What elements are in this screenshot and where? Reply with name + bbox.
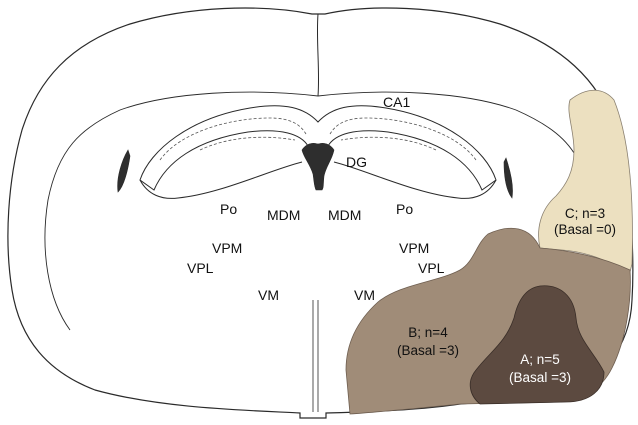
cortex-inner-right <box>317 91 579 161</box>
lateral-ventricle-left <box>117 149 131 193</box>
cortex-inner-left <box>44 91 319 331</box>
region-c <box>538 89 633 273</box>
region-a-label-line1: A; n=5 <box>520 352 559 367</box>
label-vpl-left: VPL <box>187 260 214 276</box>
label-vpm-left: VPM <box>212 240 242 256</box>
label-dg: DG <box>346 154 367 170</box>
third-ventricle <box>301 142 335 191</box>
region-c-label-line2: (Basal =0) <box>554 222 616 237</box>
hippocampus-lower-left <box>139 161 303 199</box>
label-mdm-left: MDM <box>267 207 300 223</box>
label-po-left: Po <box>220 201 237 217</box>
midline-fissure <box>316 13 320 97</box>
ca-layer-left <box>159 117 307 161</box>
label-ca1: CA1 <box>383 94 410 110</box>
dg-layer-left <box>199 136 296 151</box>
label-mdm-right: MDM <box>328 207 361 223</box>
region-a-label-line2: (Basal =3) <box>509 370 571 385</box>
label-vpm-right: VPM <box>399 240 429 256</box>
midline-lower <box>312 300 319 412</box>
label-vm-right: VM <box>354 287 375 303</box>
label-vpl-right: VPL <box>418 260 445 276</box>
dg-layer-right <box>340 136 437 151</box>
hippocampus-lower-right <box>333 161 497 199</box>
region-c-label-line1: C; n=3 <box>565 206 605 221</box>
ca-layer-right <box>329 117 477 161</box>
region-a <box>469 285 605 405</box>
region-b-label-line1: B; n=4 <box>408 325 448 340</box>
lateral-ventricle-right <box>503 157 513 199</box>
label-vm-left: VM <box>258 287 279 303</box>
label-po-right: Po <box>396 201 413 217</box>
region-b-label-line2: (Basal =3) <box>397 343 459 358</box>
